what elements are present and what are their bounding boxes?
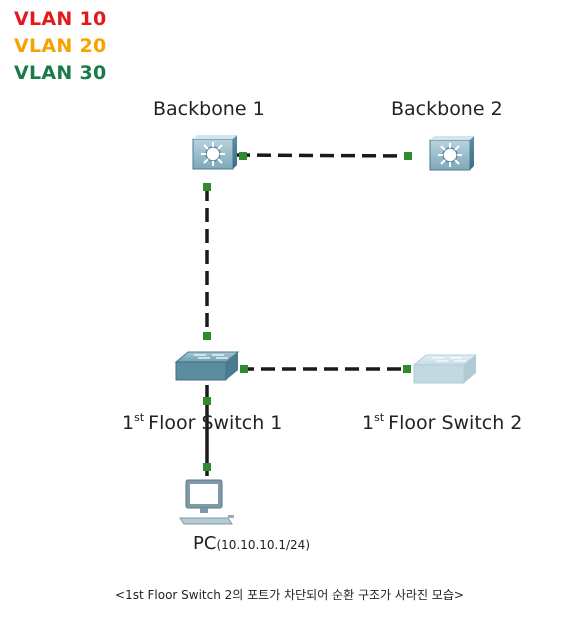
link-backbone1-backbone2 [235, 153, 411, 158]
legend-vlan-30: VLAN 30 [14, 62, 107, 84]
port-b1-right [239, 152, 247, 160]
pc-name: PC [193, 533, 217, 554]
legend-vlan-10: VLAN 10 [14, 8, 107, 30]
port-fs1-bottom [203, 397, 211, 405]
port-fs1-right [240, 365, 248, 373]
port-b1-bottom [203, 183, 211, 191]
floor-switch1-sup: st [134, 411, 145, 424]
backbone2-device[interactable] [429, 136, 474, 171]
floor-switch1-device[interactable] [174, 351, 240, 381]
port-fs2-left [403, 365, 411, 373]
floor-switch1-name: Floor Switch 1 [148, 412, 283, 434]
port-indicators [203, 152, 412, 471]
port-pc-top [203, 463, 211, 471]
backbone1-label: Backbone 1 [153, 98, 265, 120]
port-fs1-top [203, 332, 211, 340]
floor-switch2-sup: st [374, 411, 385, 424]
pc-address: (10.10.10.1/24) [216, 538, 310, 552]
pc-label: PC(10.10.10.1/24) [193, 533, 310, 554]
floor-switch1-prefix: 1 [122, 412, 135, 434]
port-b2-left [404, 152, 412, 160]
figure-caption: <1st Floor Switch 2의 포트가 차단되어 순환 구조가 사라진… [115, 588, 464, 602]
floor-switch2-prefix: 1 [362, 412, 375, 434]
pc-device[interactable] [179, 479, 234, 525]
floor-switch2-device[interactable] [412, 354, 478, 384]
legend-vlan-20: VLAN 20 [14, 35, 107, 57]
backbone1-device[interactable] [192, 135, 237, 170]
backbone2-label: Backbone 2 [391, 98, 503, 120]
floor-switch2-name: Floor Switch 2 [388, 412, 523, 434]
